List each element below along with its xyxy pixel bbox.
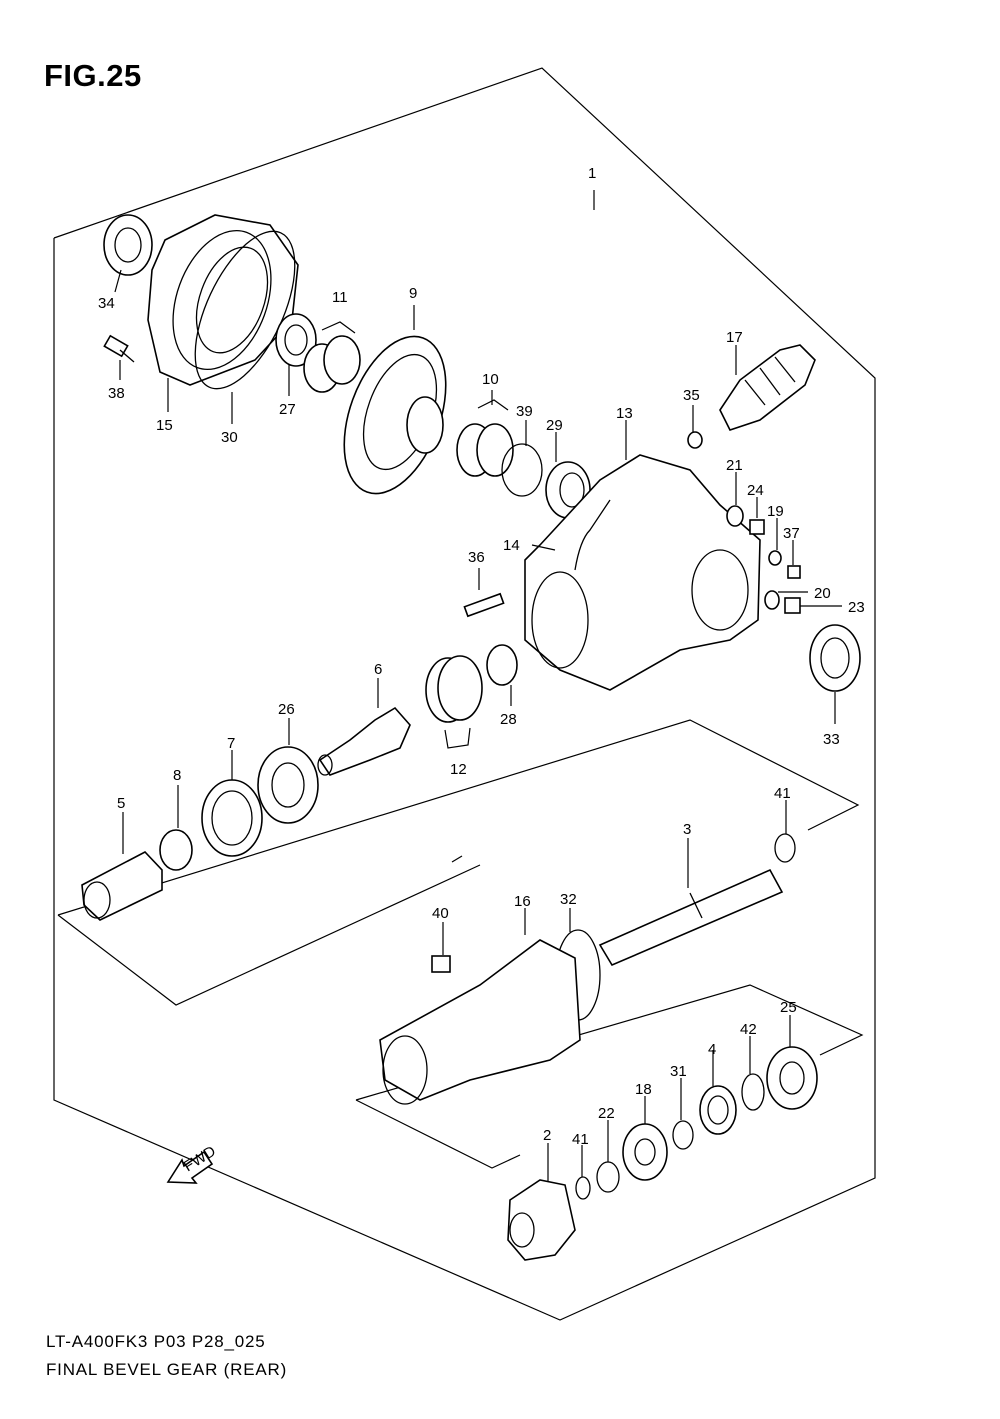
part-label-6: 6 <box>374 661 382 678</box>
gasket-21 <box>726 505 744 527</box>
diagram-code: LT-A400FK3 P03 P28_025 <box>46 1332 266 1351</box>
washer-19 <box>768 550 782 566</box>
subgroup-housing-boundary <box>355 1099 521 1169</box>
part-label-27: 27 <box>279 401 296 418</box>
part-label-26: 26 <box>278 701 295 718</box>
part-label-22: 22 <box>598 1105 615 1122</box>
nut-40 <box>431 955 451 973</box>
shims-12 <box>425 655 483 749</box>
boot-17 <box>719 344 816 431</box>
shims-11 <box>303 321 361 393</box>
part-label-13: 13 <box>616 405 633 422</box>
part-label-42: 42 <box>740 1021 757 1038</box>
part-label-20: 20 <box>814 585 831 602</box>
bearing-25 <box>766 1046 818 1110</box>
plug-23 <box>784 597 801 614</box>
part-label-24: 24 <box>747 482 764 499</box>
part-label-31: 31 <box>670 1063 687 1080</box>
bolt-37 <box>787 565 801 579</box>
part-label-29: 29 <box>546 417 563 434</box>
bolt-38 <box>103 334 135 363</box>
plug-24 <box>749 519 765 535</box>
part-label-32: 32 <box>560 891 577 908</box>
circlip-41-upper <box>774 833 796 863</box>
part-label-3: 3 <box>683 821 691 838</box>
part-label-14: 14 <box>503 537 520 554</box>
part-label-5: 5 <box>117 795 125 812</box>
part-label-12: 12 <box>450 761 467 778</box>
oil-seal-4 <box>699 1085 737 1135</box>
part-label-40: 40 <box>432 905 449 922</box>
part-label-17: 17 <box>726 329 743 346</box>
part-label-19: 19 <box>767 503 784 520</box>
part-label-9: 9 <box>409 285 417 302</box>
bearing-7 <box>201 779 263 857</box>
shaft-housing-16 <box>379 939 581 1105</box>
part-label-16: 16 <box>514 893 531 910</box>
part-label-41-lower: 41 <box>572 1131 589 1148</box>
part-label-30: 30 <box>221 429 238 446</box>
part-label-2: 2 <box>543 1127 551 1144</box>
diagram-name: FINAL BEVEL GEAR (REAR) <box>46 1360 288 1379</box>
part-label-38: 38 <box>108 385 125 402</box>
circlip-42 <box>741 1073 765 1111</box>
part-label-25: 25 <box>780 999 797 1016</box>
o-ring-39 <box>501 443 543 497</box>
bearing-27 <box>275 313 317 367</box>
circlip-41-lower <box>575 1176 591 1200</box>
part-label-15: 15 <box>156 417 173 434</box>
propeller-shaft-3 <box>598 868 784 967</box>
part-label-23: 23 <box>848 599 865 616</box>
part-label-1: 1 <box>588 165 596 182</box>
part-label-37: 37 <box>783 525 800 542</box>
leader-lines <box>114 269 842 1182</box>
oil-seal-33 <box>809 624 861 692</box>
part-label-33: 33 <box>823 731 840 748</box>
figure-title: FIG.25 <box>44 58 142 93</box>
seal-cover-18 <box>622 1123 668 1181</box>
part-label-10: 10 <box>482 371 499 388</box>
bevel-gear-9 <box>343 335 447 495</box>
part-label-39: 39 <box>516 403 533 420</box>
part-label-28: 28 <box>500 711 517 728</box>
gasket-20 <box>764 590 780 610</box>
part-label-8: 8 <box>173 767 181 784</box>
pinion-gear-6 <box>317 706 411 776</box>
boot-2 <box>507 1179 576 1261</box>
part-label-7: 7 <box>227 735 235 752</box>
forward-arrow-icon: FWD <box>166 1143 219 1184</box>
o-ring-31 <box>672 1120 694 1150</box>
part-number-labels: 1 34 38 15 30 27 11 9 10 39 29 13 17 35 … <box>98 165 865 1148</box>
sleeve-5 <box>81 851 163 921</box>
part-label-18: 18 <box>635 1081 652 1098</box>
washer-22 <box>596 1161 620 1193</box>
clamp-35 <box>687 431 703 449</box>
gear-case-cover-15 <box>147 214 299 386</box>
stud-36 <box>463 592 505 618</box>
part-label-41-upper: 41 <box>774 785 791 802</box>
bearing-26 <box>257 746 319 824</box>
final-gear-case-13 <box>524 454 761 691</box>
spacer-8 <box>159 829 193 871</box>
part-label-4: 4 <box>708 1041 716 1058</box>
part-label-35: 35 <box>683 387 700 404</box>
part-label-36: 36 <box>468 549 485 566</box>
breather-tube-14 <box>574 499 611 571</box>
oil-seal-34 <box>103 214 153 276</box>
part-label-21: 21 <box>726 457 743 474</box>
part-label-11: 11 <box>332 289 348 306</box>
shims-10 <box>456 399 514 477</box>
assembly-boundary <box>53 67 876 1321</box>
needle-bearing-28 <box>486 644 518 686</box>
part-label-34: 34 <box>98 295 115 312</box>
subgroup-pinion-boundary <box>57 719 860 916</box>
